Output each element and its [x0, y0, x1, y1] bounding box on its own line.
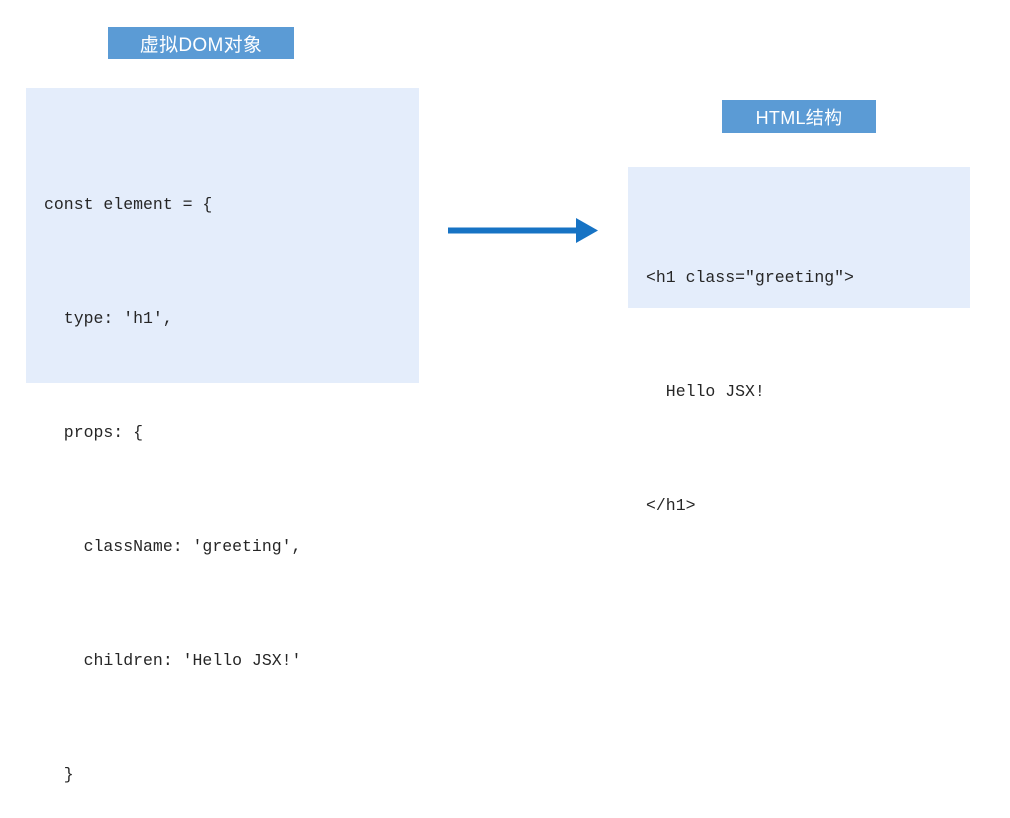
- right-arrow-icon: [448, 218, 598, 243]
- code-line: props: {: [44, 423, 144, 442]
- code-line: className: 'greeting',: [44, 537, 302, 556]
- diagram-canvas: 虚拟DOM对象 const element = { type: 'h1', pr…: [26, 27, 970, 784]
- html-structure-label: HTML结构: [722, 100, 876, 133]
- code-line: <h1 class="greeting">: [646, 268, 854, 287]
- html-structure-label-text: HTML结构: [755, 107, 843, 128]
- code-line: children: 'Hello JSX!': [44, 651, 302, 670]
- arrow-head: [576, 218, 598, 243]
- html-structure-code-block: <h1 class="greeting"> Hello JSX! </h1>: [628, 167, 970, 515]
- code-line: type: 'h1',: [44, 309, 173, 328]
- code-line: const element = {: [44, 195, 213, 214]
- code-line: Hello JSX!: [646, 382, 765, 401]
- code-line: </h1>: [646, 496, 696, 515]
- virtual-dom-code-block: const element = { type: 'h1', props: { c…: [26, 88, 419, 784]
- virtual-dom-label: 虚拟DOM对象: [108, 27, 294, 59]
- code-line: }: [44, 765, 74, 784]
- virtual-dom-label-text: 虚拟DOM对象: [139, 34, 263, 56]
